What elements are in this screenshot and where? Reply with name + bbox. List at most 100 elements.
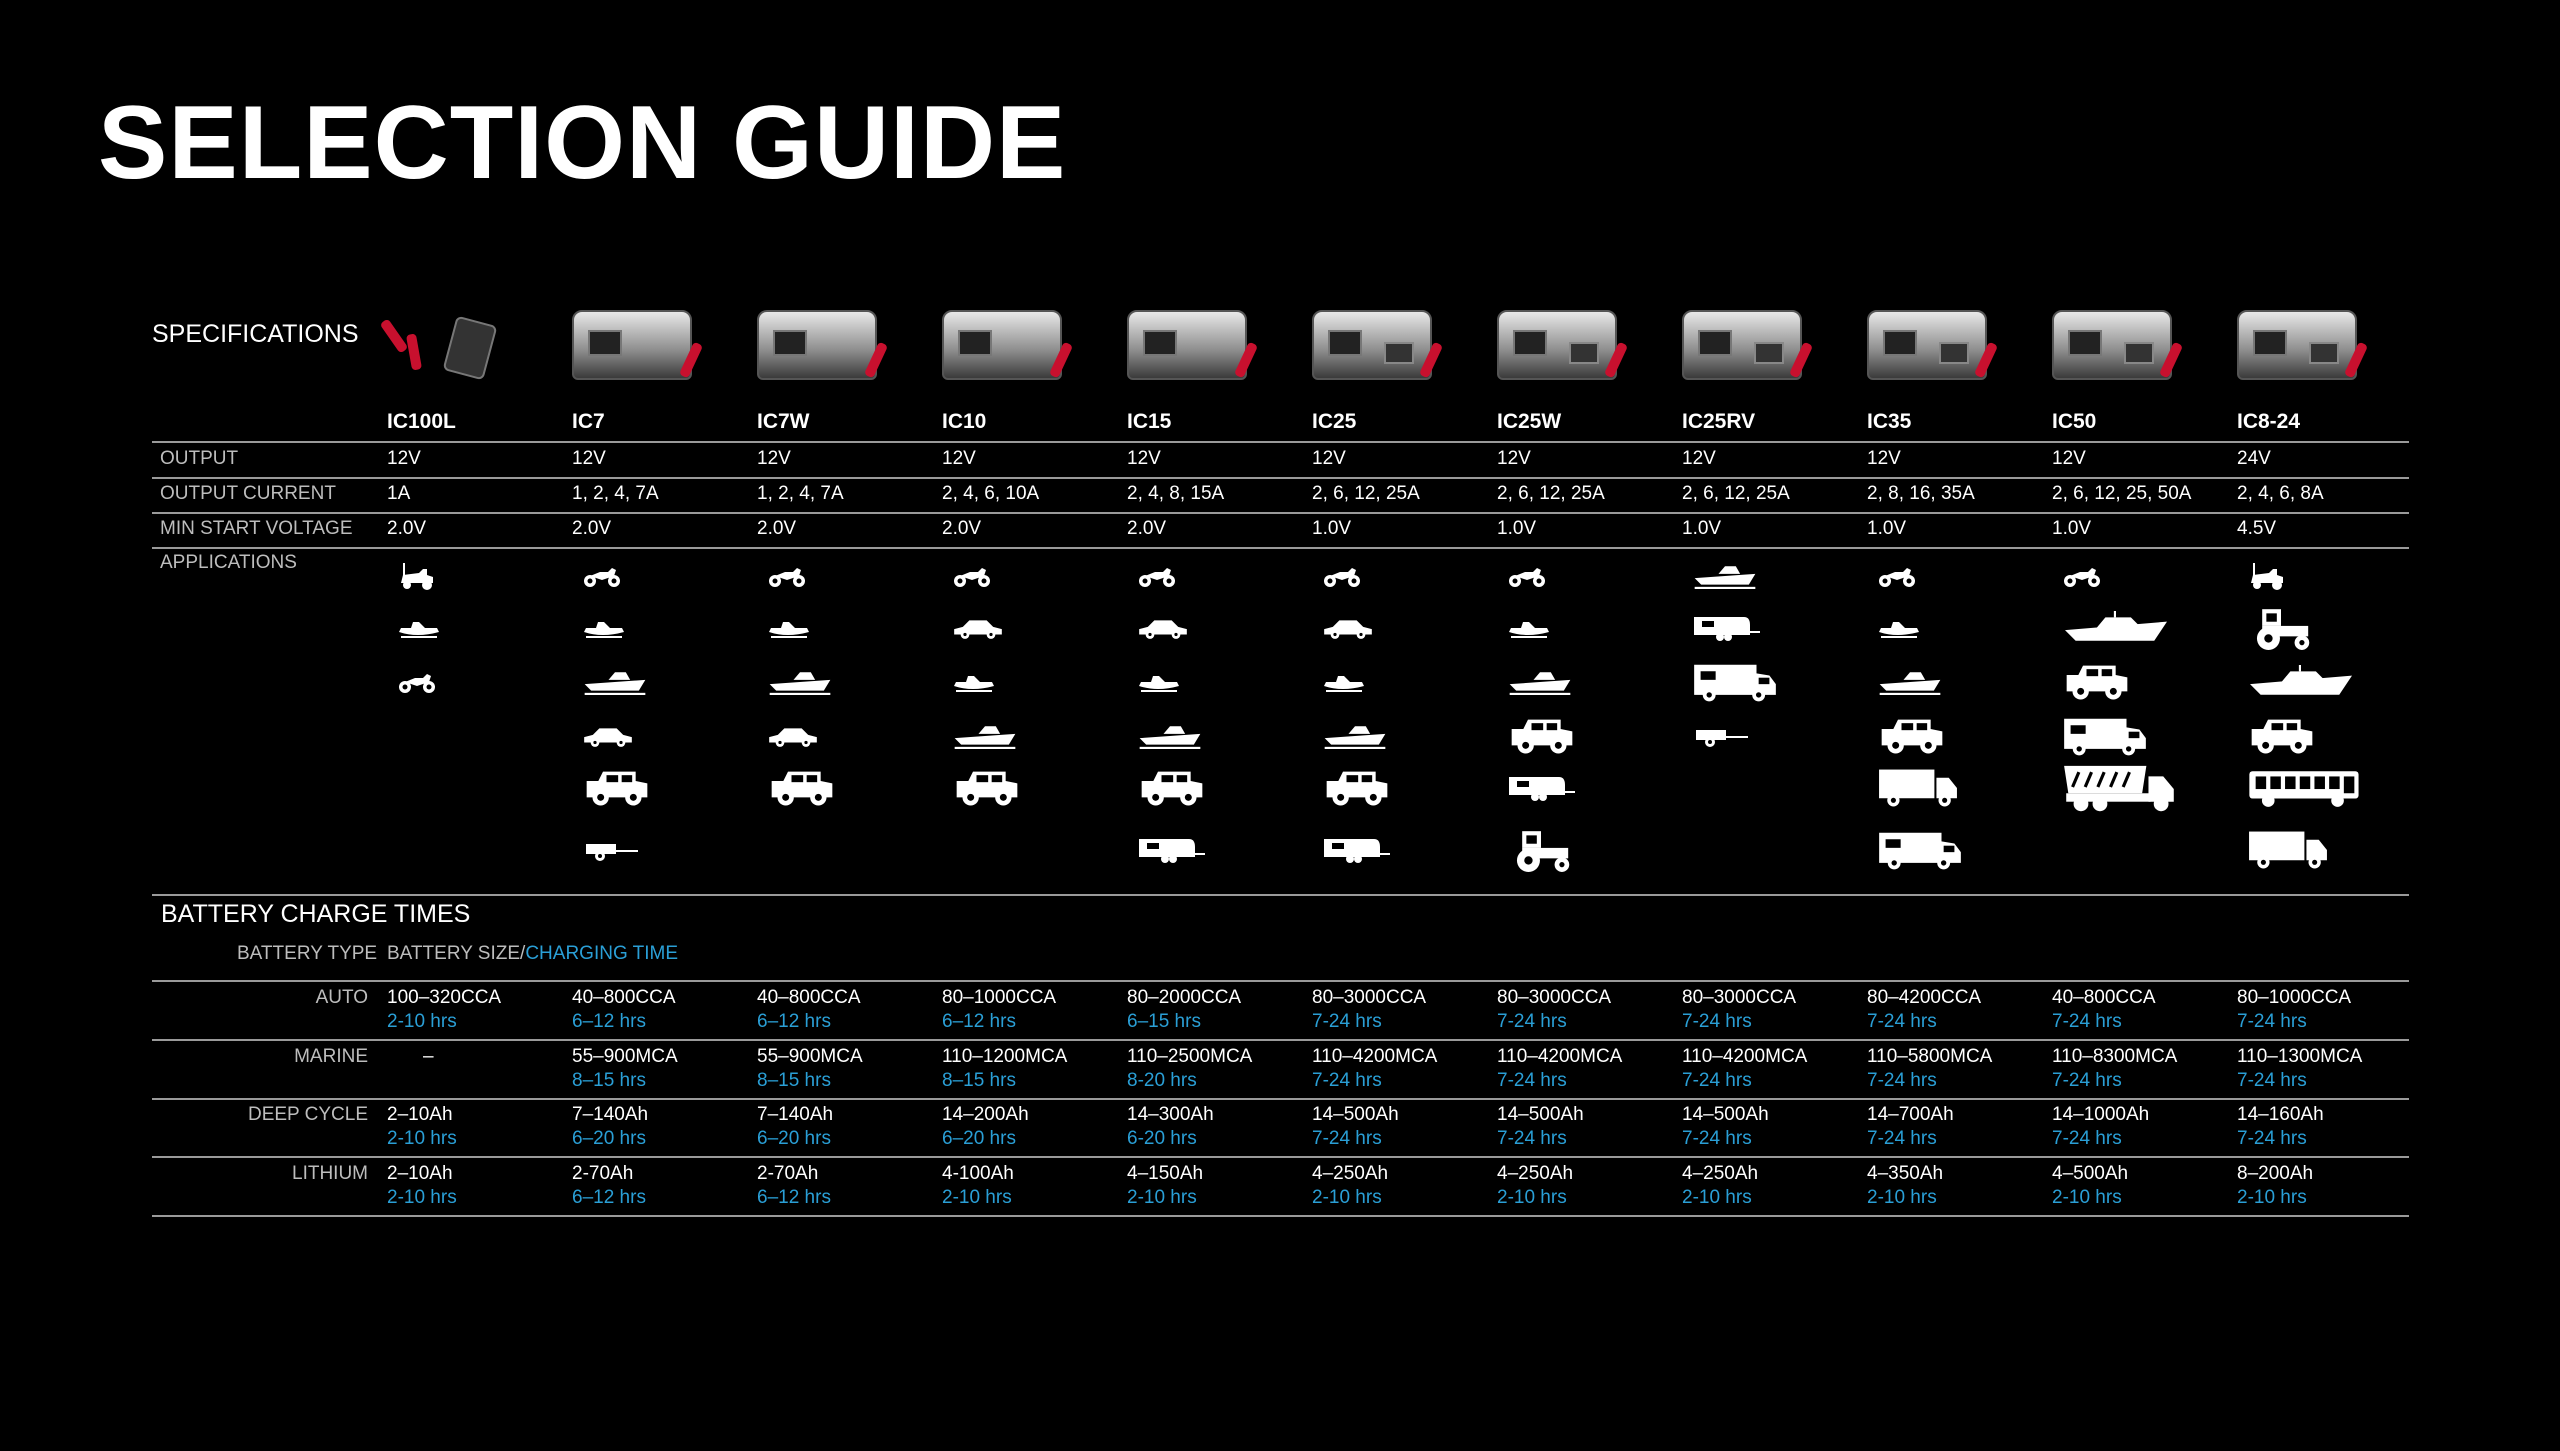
spec-value: 2, 6, 12, 25, 50A <box>2052 483 2192 504</box>
spec-value: 1, 2, 4, 7A <box>757 483 844 504</box>
truck-icon <box>1877 767 1959 809</box>
divider <box>152 512 2409 514</box>
battery-size: 40–800CCA <box>2052 987 2156 1008</box>
model-name: IC25 <box>1312 410 1357 433</box>
boat-icon <box>1877 669 1943 695</box>
battery-size: – <box>423 1045 434 1067</box>
charging-time: 7-24 hrs <box>1867 1128 1937 1149</box>
divider <box>152 477 2409 479</box>
divider <box>152 1039 2409 1041</box>
product-image <box>1304 300 1444 390</box>
charging-time: 7-24 hrs <box>2052 1069 2122 1091</box>
spec-value: 12V <box>2052 448 2086 469</box>
charging-time: 8–15 hrs <box>572 1069 646 1091</box>
product-image <box>1119 300 1259 390</box>
spec-value: 2.0V <box>1127 518 1167 539</box>
battery-size: 80–3000CCA <box>1312 987 1427 1008</box>
battery-size: 40–800CCA <box>572 987 676 1008</box>
boat-icon <box>1692 563 1758 589</box>
boat-icon <box>1507 669 1573 695</box>
jetski-icon <box>767 616 811 640</box>
4wd-icon <box>582 769 652 807</box>
motorcycle-icon <box>1507 564 1547 588</box>
charging-time: 6–12 hrs <box>572 1011 646 1032</box>
charging-time: 6–15 hrs <box>1127 1011 1201 1032</box>
dump-truck-icon <box>2062 761 2178 815</box>
motorcycle-icon <box>952 564 992 588</box>
boat-icon <box>952 723 1018 749</box>
motorhome-icon <box>1692 660 1778 704</box>
product-image <box>2044 300 2184 390</box>
battery-size: 7–140Ah <box>757 1104 834 1125</box>
model-name: IC15 <box>1127 410 1172 433</box>
battery-size-header: BATTERY SIZE/CHARGING TIME <box>387 943 678 965</box>
charging-time: 2-10 hrs <box>1867 1186 1937 1208</box>
spec-label: OUTPUT CURRENT <box>160 483 336 504</box>
truck-icon <box>2247 829 2329 871</box>
charging-time: 2-10 hrs <box>1682 1186 1752 1208</box>
4wd-icon <box>767 769 837 807</box>
product-image <box>934 300 1074 390</box>
battery-size: 2–10Ah <box>387 1104 453 1125</box>
model-name: IC8-24 <box>2237 410 2301 433</box>
battery-size: 14–500Ah <box>1312 1104 1399 1125</box>
battery-size: 14–500Ah <box>1497 1104 1584 1125</box>
4wd-icon <box>1137 769 1207 807</box>
caravan-icon <box>1322 835 1392 865</box>
charging-time: 7-24 hrs <box>1682 1011 1752 1032</box>
battery-size: 2-70Ah <box>757 1162 819 1184</box>
4wd-icon <box>1507 717 1577 755</box>
charging-time: 2-10 hrs <box>2052 1186 2122 1208</box>
charging-time: 6–12 hrs <box>572 1186 646 1208</box>
motorhome-icon <box>2062 714 2148 758</box>
charging-time: 7-24 hrs <box>1312 1128 1382 1149</box>
spec-label: MIN START VOLTAGE <box>160 518 353 539</box>
charging-time: 7-24 hrs <box>1497 1128 1567 1149</box>
trailer-icon <box>1692 724 1752 748</box>
charging-time: 6–12 hrs <box>757 1186 831 1208</box>
battery-size: 14–200Ah <box>942 1104 1029 1125</box>
divider <box>152 441 2409 443</box>
spec-value: 12V <box>1497 448 1531 469</box>
charging-time: 6–20 hrs <box>572 1128 646 1149</box>
product-image <box>1859 300 1999 390</box>
model-name: IC25W <box>1497 410 1562 433</box>
boat-icon <box>1322 723 1388 749</box>
mower-icon <box>2247 561 2287 591</box>
caravan-icon <box>1692 613 1762 643</box>
charging-time: 6–12 hrs <box>942 1011 1016 1032</box>
battery-size: 2-70Ah <box>572 1162 634 1184</box>
size-header-text: BATTERY SIZE/ <box>387 943 526 964</box>
motorcycle-icon <box>582 564 622 588</box>
battery-size: 100–320CCA <box>387 987 502 1008</box>
divider <box>152 1214 2409 1217</box>
divider <box>152 547 2409 549</box>
charging-time: 7-24 hrs <box>1312 1011 1382 1032</box>
jetski-icon <box>1507 616 1551 640</box>
charging-time: 7-24 hrs <box>1497 1069 1567 1091</box>
charging-time: 8–15 hrs <box>757 1069 831 1091</box>
charging-time: 2-10 hrs <box>1497 1186 1567 1208</box>
spec-value: 2, 4, 8, 15A <box>1127 483 1225 504</box>
motorhome-icon <box>1877 828 1963 872</box>
charging-time: 2-10 hrs <box>387 1186 457 1208</box>
boat-icon <box>582 669 648 695</box>
spec-value: 12V <box>1127 448 1161 469</box>
jetski-icon <box>397 616 441 640</box>
battery-size: 14–700Ah <box>1867 1104 1954 1125</box>
product-image <box>2229 300 2369 390</box>
battery-size: 110–5800MCA <box>1867 1045 1993 1067</box>
battery-size: 80–3000CCA <box>1682 987 1797 1008</box>
battery-size: 7–140Ah <box>572 1104 649 1125</box>
charging-time: 2-10 hrs <box>387 1011 457 1032</box>
battery-size: 4–500Ah <box>2052 1162 2129 1184</box>
motorcycle-icon <box>1322 564 1362 588</box>
charging-time: 7-24 hrs <box>2052 1128 2122 1149</box>
product-image <box>749 300 889 390</box>
spec-value: 2.0V <box>942 518 982 539</box>
battery-type-label: AUTO <box>315 987 368 1008</box>
spec-value: 12V <box>387 448 421 469</box>
battery-size: 4-100Ah <box>942 1162 1014 1184</box>
battery-size: 55–900MCA <box>572 1045 678 1067</box>
charging-time: 6–20 hrs <box>757 1128 831 1149</box>
